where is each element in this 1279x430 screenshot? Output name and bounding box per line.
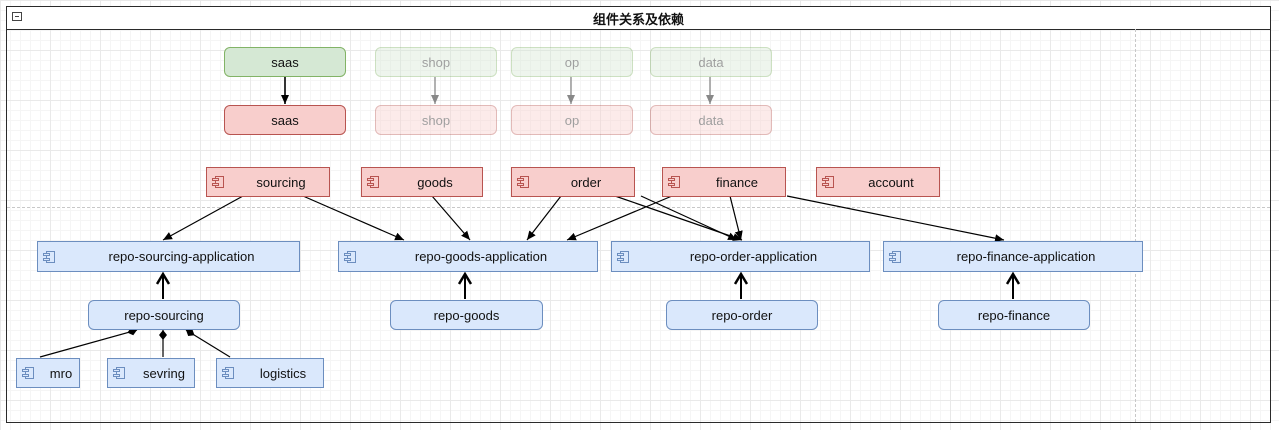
app-shop[interactable]: shop [375, 47, 497, 77]
diagram-title-bar: 组件关系及依赖 [7, 7, 1270, 30]
service-order-label: order [570, 174, 602, 190]
component-icon [43, 250, 55, 263]
link-finance-to-repo-goods-app [566, 195, 673, 241]
repo-order-application-label: repo-order-application [689, 249, 818, 264]
app-data[interactable]: data [650, 47, 772, 77]
service-goods[interactable]: goods [361, 167, 483, 197]
component-icon [517, 176, 529, 188]
component-icon [222, 367, 234, 379]
component-icon [822, 176, 834, 188]
diagram-title: 组件关系及依赖 [592, 11, 684, 27]
service-goods-label: goods [417, 174, 453, 190]
service-account-label: account [868, 174, 914, 190]
api-saas-label: saas [271, 112, 299, 128]
service-sourcing-label: sourcing [256, 174, 306, 190]
link-mro-to-repo-sourcing [39, 327, 138, 358]
link-sourcing-to-repo-goods-app [302, 195, 405, 241]
component-sevring-label: sevring [143, 365, 185, 381]
repo-sourcing-application-label: repo-sourcing-application [108, 249, 255, 264]
service-finance[interactable]: finance [662, 167, 786, 197]
service-order[interactable]: order [511, 167, 635, 197]
repo-goods[interactable]: repo-goods [390, 300, 543, 330]
repo-sourcing-label: repo-sourcing [124, 307, 204, 323]
link-logistics-to-repo-sourcing [185, 329, 231, 358]
component-logistics-label: logistics [259, 365, 307, 381]
api-data[interactable]: data [650, 105, 772, 135]
component-sevring[interactable]: sevring [107, 358, 195, 388]
component-icon [617, 250, 629, 263]
component-icon [22, 367, 34, 379]
repo-finance[interactable]: repo-finance [938, 300, 1090, 330]
repo-order[interactable]: repo-order [666, 300, 818, 330]
api-op-label: op [564, 112, 580, 128]
repo-goods-label: repo-goods [433, 307, 500, 323]
diagram-container: 组件关系及依赖 [6, 6, 1271, 423]
collapse-icon[interactable] [12, 12, 22, 21]
component-icon [344, 250, 356, 263]
component-icon [889, 250, 901, 263]
api-op[interactable]: op [511, 105, 633, 135]
component-icon [113, 367, 125, 379]
api-saas[interactable]: saas [224, 105, 346, 135]
api-shop-label: shop [421, 112, 451, 128]
component-icon [367, 176, 379, 188]
vertical-guide-line [1135, 29, 1136, 422]
component-mro-label: mro [49, 365, 73, 381]
repo-sourcing-application[interactable]: repo-sourcing-application [37, 241, 300, 272]
app-saas-label: saas [271, 54, 299, 70]
link-finance-to-repo-order-app-left [640, 195, 738, 241]
component-mro[interactable]: mro [16, 358, 80, 388]
repo-finance-application-label: repo-finance-application [956, 249, 1096, 264]
api-data-label: data [698, 112, 724, 128]
repo-order-label: repo-order [711, 307, 773, 323]
app-data-label: data [698, 54, 724, 70]
link-order-to-repo-goods-app [526, 195, 562, 241]
repo-goods-application-label: repo-goods-application [414, 249, 548, 264]
component-icon [668, 176, 680, 188]
api-shop[interactable]: shop [375, 105, 497, 135]
link-finance-to-repo-order-app-right [729, 195, 743, 241]
link-goods-to-repo-goods-app [431, 195, 471, 241]
horizontal-guide-line [7, 207, 1270, 208]
repo-order-application[interactable]: repo-order-application [611, 241, 870, 272]
service-finance-label: finance [716, 174, 758, 190]
repo-finance-application[interactable]: repo-finance-application [883, 241, 1143, 272]
repo-sourcing[interactable]: repo-sourcing [88, 300, 240, 330]
app-saas[interactable]: saas [224, 47, 346, 77]
app-shop-label: shop [421, 54, 451, 70]
component-icon [212, 176, 224, 188]
service-account[interactable]: account [816, 167, 940, 197]
link-sourcing-to-repo-sourcing-app [162, 195, 244, 241]
repo-goods-application[interactable]: repo-goods-application [338, 241, 598, 272]
link-finance-to-repo-finance-app [786, 195, 1005, 243]
repo-finance-label: repo-finance [977, 307, 1051, 323]
app-op[interactable]: op [511, 47, 633, 77]
app-op-label: op [564, 54, 580, 70]
service-sourcing[interactable]: sourcing [206, 167, 330, 197]
component-logistics[interactable]: logistics [216, 358, 324, 388]
